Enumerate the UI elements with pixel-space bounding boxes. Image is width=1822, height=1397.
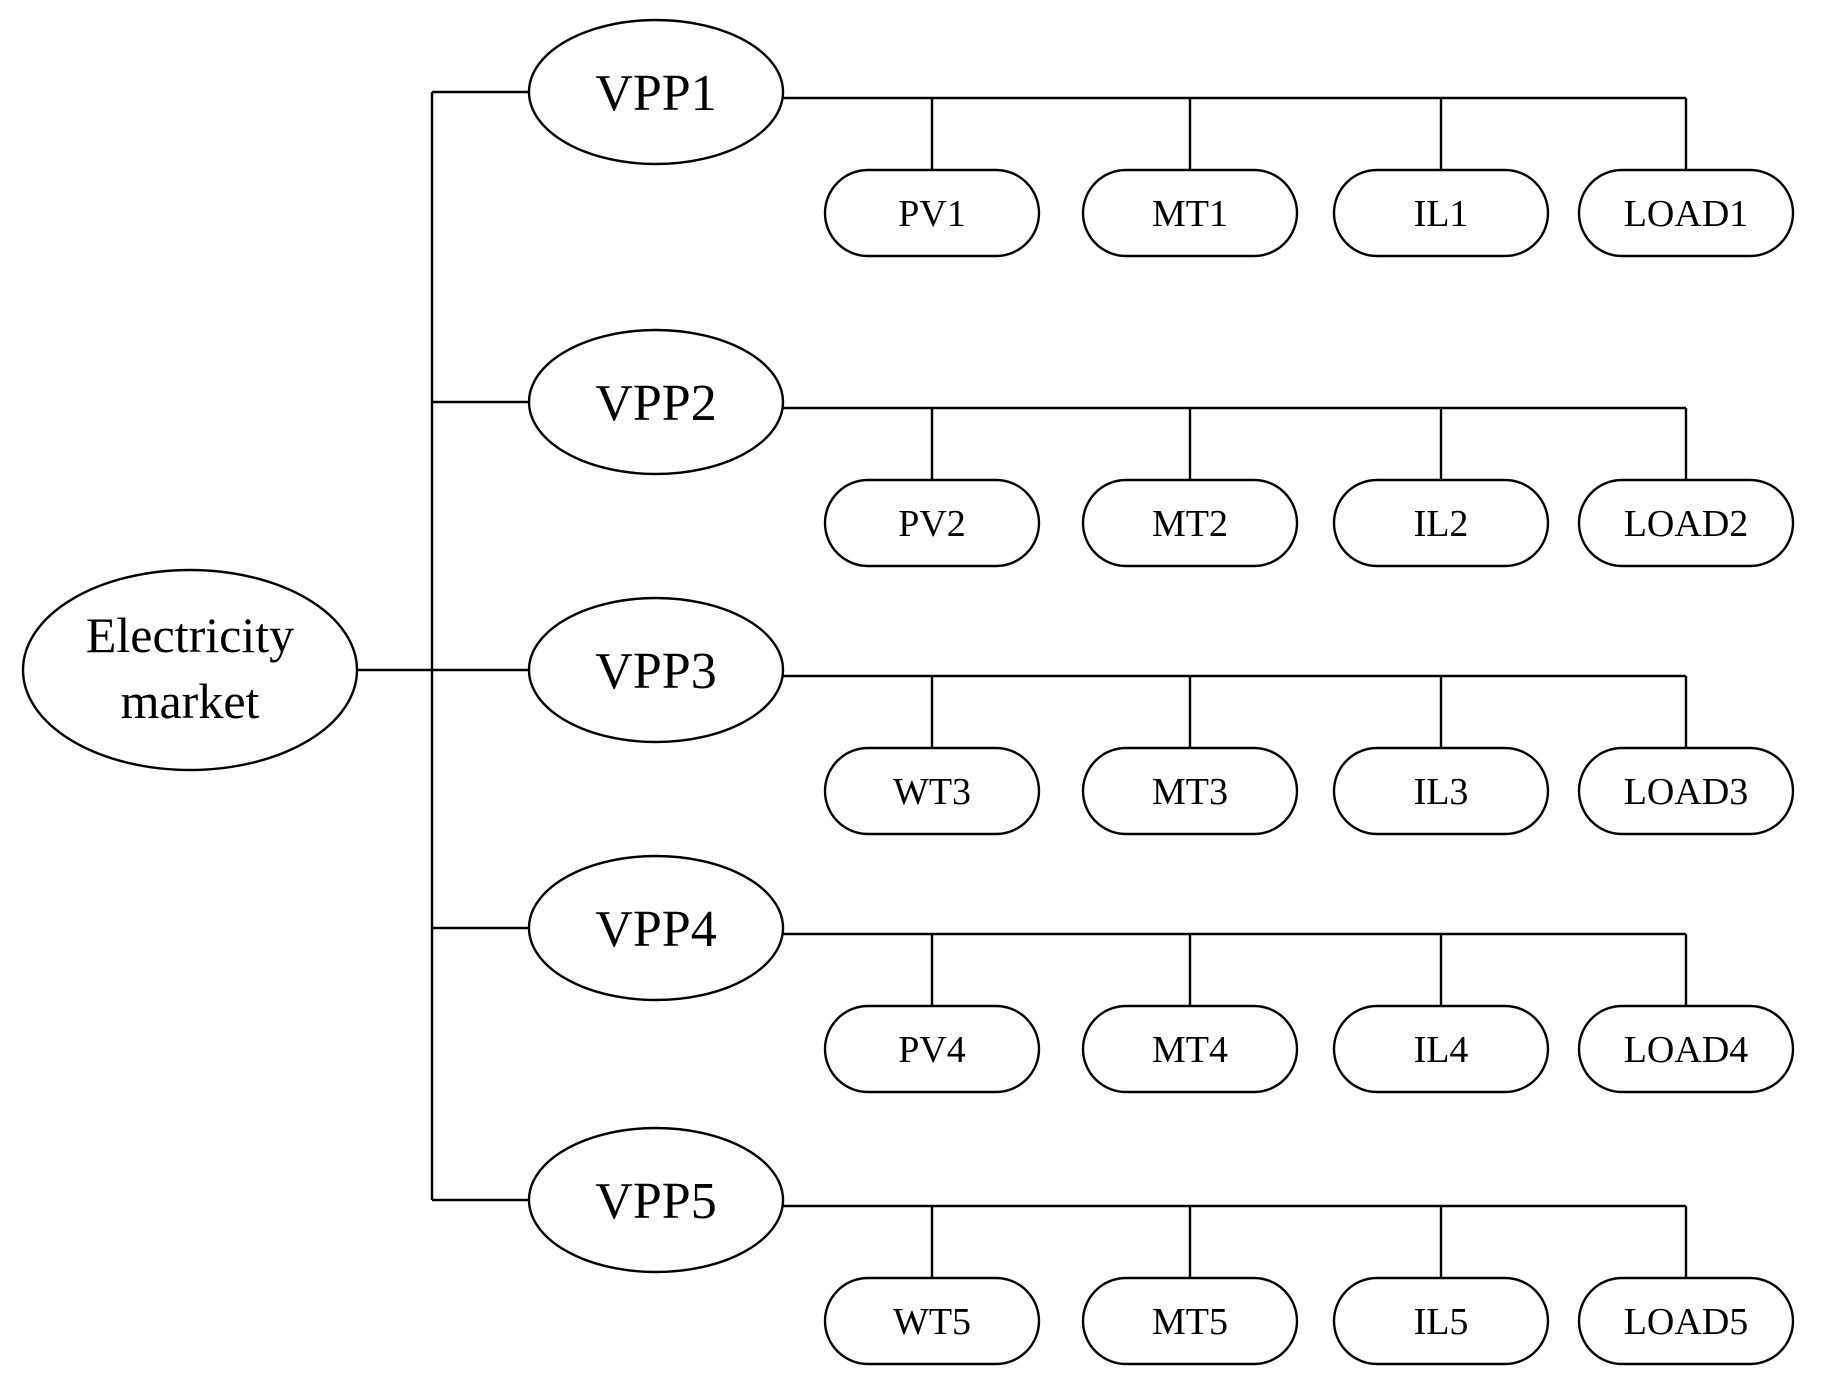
vpp1-unit-label: LOAD1 [1624,193,1749,235]
vpp3-unit-box [1081,746,1299,836]
vpp4-unit-label: IL4 [1414,1029,1469,1071]
vpp5-unit-label: MT5 [1152,1301,1228,1343]
vpp4-unit-label: LOAD4 [1624,1029,1749,1071]
vpp3-label: VPP3 [595,643,716,700]
electricity-market-ellipse [21,568,359,772]
vpp5-unit-box [823,1276,1041,1366]
vpp2-unit-box [1332,478,1550,568]
vpp2-ellipse [527,328,785,476]
vpp5-ellipse [527,1126,785,1274]
vpp2-unit-label: IL2 [1414,503,1469,545]
vpp4-unit-label: MT4 [1152,1029,1228,1071]
vpp4-unit-box [1081,1004,1299,1094]
vpp5-unit-box [1577,1276,1795,1366]
connector-lines [357,90,1688,1278]
vpp4-unit-box [823,1004,1041,1094]
vpp1-unit-box [1081,168,1299,258]
vpp4-ellipse [527,854,785,1002]
vpp4-label: VPP4 [595,901,716,958]
vpp1-unit-box [823,168,1041,258]
vpp1-unit-box [1332,168,1550,258]
vpp1-unit-box [1577,168,1795,258]
vpp2-unit-label: PV2 [898,503,966,545]
vpp5-unit-label: WT5 [893,1301,971,1343]
vpp2-unit-box [823,478,1041,568]
vpp3-unit-box [1332,746,1550,836]
vpp2-unit-box [1577,478,1795,568]
vpp4-unit-label: PV4 [898,1029,966,1071]
vpp3-unit-label: WT3 [893,771,971,813]
vpp1-unit-label: PV1 [898,193,966,235]
vpp3-unit-label: MT3 [1152,771,1228,813]
vpp1-ellipse [527,18,785,166]
vpp4-unit-box [1577,1004,1795,1094]
vpp3-ellipse [527,596,785,744]
vpp1-unit-label: MT1 [1152,193,1228,235]
vpp2-unit-box [1081,478,1299,568]
vpp5-label: VPP5 [595,1173,716,1230]
vpp2-label: VPP2 [595,375,716,432]
vpp4-unit-box [1332,1004,1550,1094]
vpp1-unit-label: IL1 [1414,193,1469,235]
electricity-market-label-line2: market [121,673,260,729]
vpp5-unit-box [1332,1276,1550,1366]
vpp3-unit-box [823,746,1041,836]
electricity-market-node: Electricity market [21,568,359,772]
vpp5-unit-label: IL5 [1414,1301,1469,1343]
vpp5-unit-box [1081,1276,1299,1366]
vpp5-unit-label: LOAD5 [1624,1301,1749,1343]
vpp3-unit-label: IL3 [1414,771,1469,813]
vpp1-label: VPP1 [595,65,716,122]
vpp2-unit-label: LOAD2 [1624,503,1749,545]
vpp3-unit-box [1577,746,1795,836]
vpp3-unit-label: LOAD3 [1624,771,1749,813]
electricity-market-label-line1: Electricity [86,607,294,663]
vpp2-unit-label: MT2 [1152,503,1228,545]
